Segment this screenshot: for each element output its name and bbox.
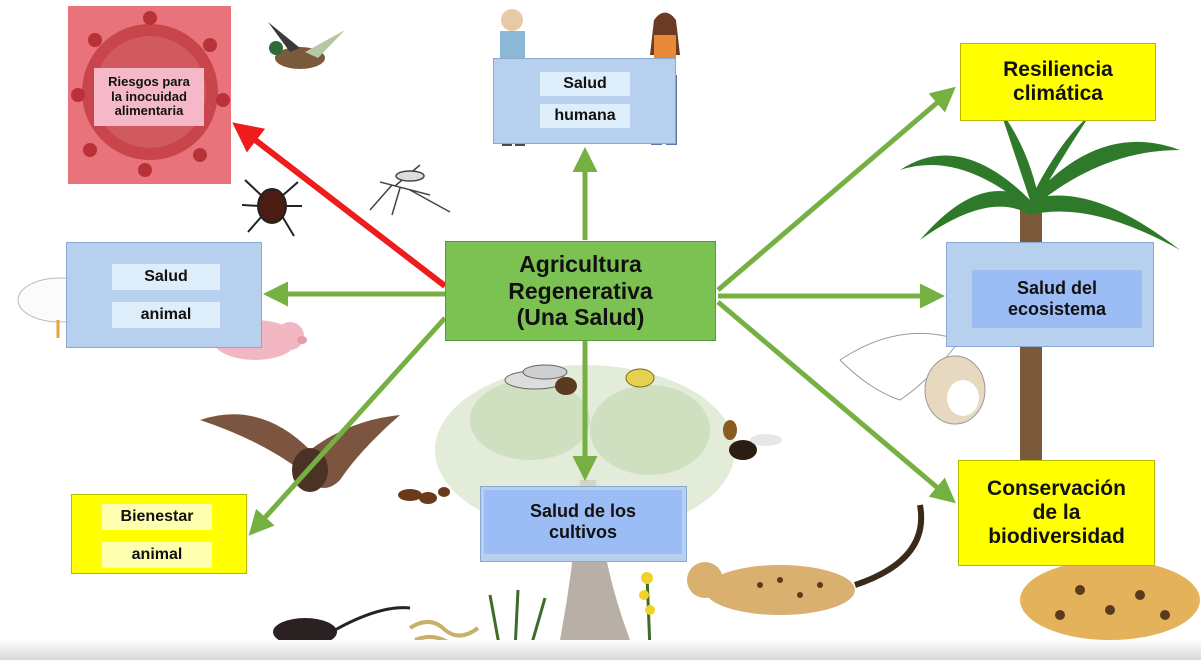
center-label: Agricultura Regenerativa (Una Salud) [445,241,716,341]
climate-resilience-label: Resiliencia climática [960,43,1156,121]
bottom-edge-shadow [0,640,1201,660]
animal-welfare-label-line2: animal [102,542,212,568]
arrow-to-climate-resilience [718,90,952,290]
ecosystem-health-label: Salud del ecosistema [972,270,1142,328]
animal-health-box [66,242,262,348]
human-health-box [493,58,676,144]
human-health-label-line2: humana [540,104,630,128]
animal-health-label-line2: animal [112,302,220,328]
mosquito-illustration [370,165,450,215]
duck-flying-illustration [268,22,345,69]
beetle-illustration [626,369,654,387]
biodiversity-label: Conservación de la biodiversidad [958,460,1155,566]
arrow-to-biodiversity [718,302,952,500]
human-health-label-line1: Salud [540,72,630,96]
ant-illustration [398,487,450,504]
animal-welfare-label-line1: Bienestar [102,504,212,530]
crop-health-label: Salud de los cultivos [484,490,682,554]
animal-health-label-line1: Salud [112,264,220,290]
food-safety-label: Riesgos para la inocuidad alimentaria [94,68,204,126]
food-safety-label-box: Riesgos para la inocuidad alimentaria [94,68,204,126]
tick-illustration [242,180,302,236]
flower-illustration [639,572,655,650]
ocelot-illustration [1020,560,1200,640]
cheetah-illustration [687,505,921,615]
